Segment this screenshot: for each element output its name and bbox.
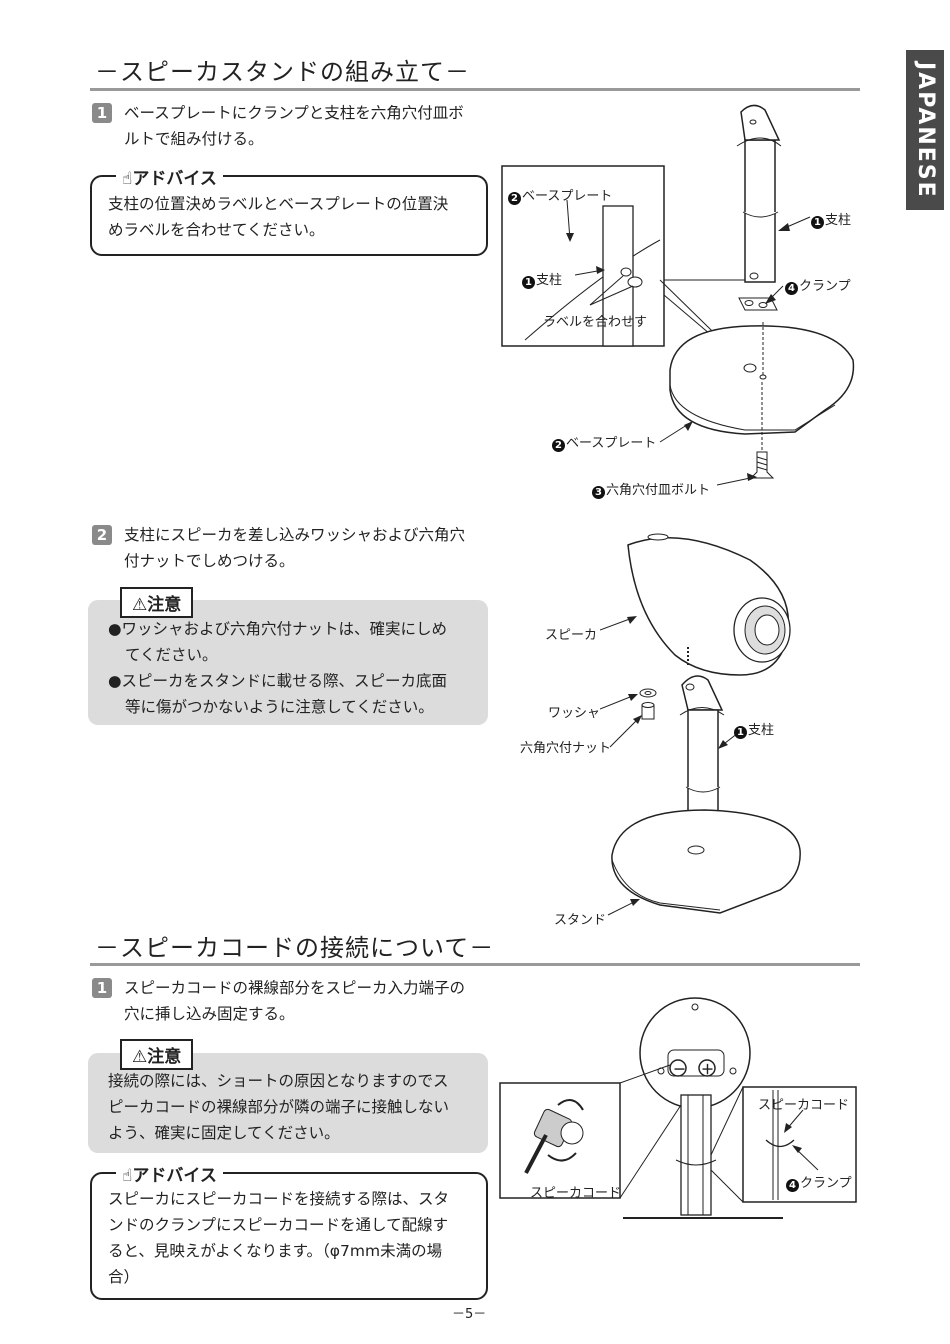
step-text-line: ベースプレートにクランプと支柱を六角穴付皿ボ [124,104,464,122]
caution-title: ⚠注意 [120,587,194,618]
number-badge: 1 [734,726,747,739]
language-tab: JAPANESE [906,50,944,210]
label-stand: スタンド [554,913,607,928]
caution-title-text: 注意 [147,1047,182,1067]
label-text: クランプ [799,279,851,294]
advice-text-line: ると、見映えがよくなります。（φ7mm未満の場 [108,1242,443,1260]
step-text-line: 付ナットでしめつける。 [124,552,295,570]
caution-text: ●ワッシャおよび六角穴付ナットは、確実にしめ てください。 ●スピーカをスタンド… [108,616,480,720]
caution-text-line: ●スピーカをスタンドに載せる際、スピーカ底面 [108,672,448,690]
label-text: クランプ [800,1176,852,1191]
caution-text-line: 等に傷がつかないように注意してください。 [125,698,434,716]
step-number: 1 [92,978,112,998]
advice-title-text: アドバイス [132,1166,217,1186]
cord-connection-diagram [499,997,857,1219]
label-text: 支柱 [825,213,852,228]
warning-triangle-icon: ⚠ [132,595,148,615]
caution-text: 接続の際には、ショートの原因となりますのでス ピーカコードの裸線部分が隣の端子に… [108,1068,480,1146]
step-text: ベースプレートにクランプと支柱を六角穴付皿ボ ルトで組み付ける。 [124,100,504,152]
number-badge: 1 [811,216,824,229]
advice-text: 支柱の位置決めラベルとベースプレートの位置決 めラベルを合わせてください。 [108,191,478,243]
label-text: 支柱 [748,723,775,738]
caution-text-line: てください。 [125,646,218,664]
advice-text: スピーカにスピーカコードを接続する際は、スタ ンドのクランプにスピーカコードを通… [108,1186,478,1290]
caution-box [88,600,488,725]
step-text-line: スピーカコードの裸線部分をスピーカ入力端子の [124,979,466,997]
pointing-hand-icon: ☝ [122,169,133,189]
minus-terminal-icon: － [673,1063,687,1078]
label-text: ベースプレート [566,436,657,451]
label-cord-right: スピーカコード [758,1098,850,1113]
caution-text-line: よう、確実に固定してください。 [108,1124,340,1142]
label-speaker: スピーカ [545,628,598,643]
advice-title: ☝アドバイス [116,164,223,189]
advice-box [90,1172,488,1300]
number-badge: 3 [592,486,605,499]
caution-text-line: ピーカコードの裸線部分が隣の端子に接触しない [108,1098,450,1116]
step-number: 2 [92,525,112,545]
caution-title: ⚠注意 [120,1039,194,1070]
section-rule [90,88,860,91]
number-badge: 1 [522,276,535,289]
section-rule [90,963,860,966]
number-badge: 4 [785,282,798,295]
stand-assembly-diagram [501,104,855,486]
speaker-mount-diagram [600,533,801,916]
step-text: スピーカコードの裸線部分をスピーカ入力端子の 穴に挿し込み固定する。 [124,975,504,1027]
label-inset-align: ラベルを合わせす [543,315,648,330]
section-heading-cord-connection: －スピーカコードの接続について－ [95,934,495,962]
advice-text-line: めラベルを合わせてください。 [108,221,325,239]
label-text: 支柱 [536,273,563,288]
plus-terminal-icon: ＋ [701,1063,715,1078]
step-text-line: 穴に挿し込み固定する。 [124,1005,295,1023]
caution-title-text: 注意 [147,595,182,615]
advice-title: ☝アドバイス [116,1161,223,1186]
caution-text-line: 接続の際には、ショートの原因となりますのでス [108,1072,449,1090]
advice-text-line: 合） [108,1268,140,1286]
section-heading-stand-assembly: －スピーカスタンドの組み立て－ [95,58,470,86]
advice-title-text: アドバイス [132,169,217,189]
label-text: ベースプレート [522,189,613,204]
advice-text-line: スピーカにスピーカコードを接続する際は、スタ [108,1190,450,1208]
label-cord-left: スピーカコード [530,1186,622,1201]
step-text: 支柱にスピーカを差し込みワッシャおよび六角穴 付ナットでしめつける。 [124,522,504,574]
pointing-hand-icon: ☝ [122,1166,133,1186]
page-number: －5－ [452,1307,487,1322]
number-badge: 4 [786,1179,799,1192]
advice-text-line: 支柱の位置決めラベルとベースプレートの位置決 [108,195,449,213]
caution-text-line: ●ワッシャおよび六角穴付ナットは、確実にしめ [108,620,448,638]
number-badge: 2 [552,439,565,452]
warning-triangle-icon: ⚠ [132,1047,148,1067]
step-text-line: 支柱にスピーカを差し込みワッシャおよび六角穴 [124,526,466,544]
advice-text-line: ンドのクランプにスピーカコードを通して配線す [108,1216,449,1234]
label-text: 六角穴付皿ボルト [606,483,711,498]
label-washer: ワッシャ [548,706,601,721]
advice-box [90,175,488,256]
label-nut: 六角穴付ナット [520,741,612,756]
step-text-line: ルトで組み付ける。 [124,130,264,148]
step-number: 1 [92,103,112,123]
number-badge: 2 [508,192,521,205]
